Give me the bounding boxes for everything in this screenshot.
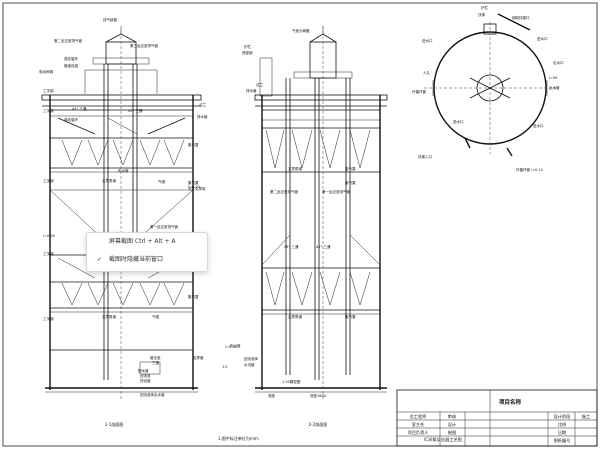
screenshot-menu-item[interactable]: 屏幕截图 Ctrl + Alt + A xyxy=(87,233,207,251)
left-view-label: 工字钢 xyxy=(43,178,54,183)
hide-window-menu-item[interactable]: ✓ 截图时隐藏当前窗口 xyxy=(87,251,207,269)
middle-view-label: 45° 三通 xyxy=(316,244,331,249)
top-view-label: 扶梯 xyxy=(478,12,486,17)
check-icon: ✓ xyxy=(97,256,103,263)
middle-view-label: 水流管 xyxy=(244,362,255,367)
left-view-label: 45° 三通 xyxy=(128,108,143,113)
title-block-cell: 制图 xyxy=(448,429,456,436)
middle-view-label: 第一反应室排气管 xyxy=(322,189,350,194)
top-view-label: 出水口 xyxy=(553,60,564,65)
left-view-label: 管支座 xyxy=(150,355,161,360)
title-block-cell: 设计阶段 xyxy=(554,413,572,420)
left-view-label: 工字钢 xyxy=(43,88,54,93)
left-view-label: 天字支撑架 xyxy=(188,186,206,191)
left-view-label: 强化循环 xyxy=(64,56,78,61)
top-view-label: i=50 xyxy=(549,76,557,80)
left-view-dim: i=0.06 xyxy=(43,234,55,238)
middle-view-label: 集气罩 xyxy=(345,314,356,319)
title-block-cell: 图纸编号 xyxy=(554,437,571,444)
middle-view-label: 护栏 xyxy=(244,44,251,49)
left-view-label: 支撑角钢 xyxy=(102,314,116,319)
left-view-label: 强化循环 xyxy=(64,117,78,122)
left-view-label: 第一反应室排气管 xyxy=(150,224,178,229)
left-view-label: 工字钢 xyxy=(43,251,54,256)
top-view-label: 外循环管 i=0.10 xyxy=(516,167,543,172)
drawing-name: IC厌氧反应器工艺图 xyxy=(424,436,462,443)
title-block-cell: 审核 xyxy=(448,413,457,420)
title-block-cell: 比例 xyxy=(558,421,566,428)
title-block-cell: 设计 xyxy=(448,421,456,428)
left-view-label: 气帽 xyxy=(152,314,159,319)
left-view-label: 集气罩 xyxy=(188,180,199,185)
left-view-label: 排泥管 xyxy=(140,378,151,383)
left-view-label: 支撑管 xyxy=(193,355,204,360)
middle-view-label: 回流液体 xyxy=(244,356,258,361)
context-menu: 屏幕截图 Ctrl + Alt + A ✓ 截图时隐藏当前窗口 xyxy=(86,232,208,272)
top-view-label: 出水管 xyxy=(549,85,560,90)
view-title-left: 1-1剖面图 xyxy=(105,421,124,427)
title-block-cell: 总工程师 xyxy=(410,413,427,420)
left-view-label: 布水管 xyxy=(118,168,129,173)
left-view-label: 回流液体出水管 xyxy=(140,392,165,397)
top-view-label: 进水口 xyxy=(422,38,433,43)
hide-window-label: 截图时隐藏当前窗口 xyxy=(109,256,164,263)
top-view-label: 护栏 xyxy=(481,5,489,10)
plan-view xyxy=(424,13,556,157)
left-view-label: 工字钢 xyxy=(43,316,54,321)
top-view-label: 进水口 xyxy=(533,123,544,128)
left-view-dim: i=0.10 xyxy=(188,185,200,189)
left-view-label: 电动阀调 xyxy=(39,69,53,74)
middle-view-label: 45° 三通 xyxy=(284,244,299,249)
left-view-label: 排水管 xyxy=(197,114,208,119)
middle-view-label: 1:30模型图 xyxy=(282,379,301,384)
left-view-label: 支撑角钢 xyxy=(102,178,116,183)
middle-view-label: 支撑角钢 xyxy=(288,314,302,319)
middle-view-label: 1:2 xyxy=(222,365,228,369)
middle-view-dim: 底座1800 xyxy=(310,393,326,398)
middle-view-label: 支撑角钢 xyxy=(288,166,302,171)
top-view-label: 外循环管 xyxy=(412,89,426,94)
middle-view-label: 底座 xyxy=(268,393,276,398)
left-view-label: 工字钢 xyxy=(43,108,54,113)
title-block-cell: 项目负责人 xyxy=(408,429,430,436)
section-2-2 xyxy=(254,26,388,400)
left-view-label: 排气接管 xyxy=(103,17,117,22)
view-title-middle: 2-2剖面图 xyxy=(309,421,328,427)
title-block-cell: 日期 xyxy=(558,430,566,436)
top-view-label: 进水口 xyxy=(537,36,548,41)
top-view-label: 扶梯入口 xyxy=(418,154,432,159)
drawing-notes: 1.图中标注单位为mm; xyxy=(218,435,259,441)
left-view-label: 第二反应室排气管 xyxy=(54,38,82,43)
screenshot-label: 屏幕截图 Ctrl + Alt + A xyxy=(109,238,176,245)
left-view-label: 集气罩 xyxy=(188,294,199,299)
left-view-label: 三通 xyxy=(152,360,159,365)
top-view-label: 进水口 xyxy=(453,119,464,124)
project-name: 项目名称 xyxy=(499,398,522,406)
middle-view-label: 第二反应室排气管 xyxy=(270,189,298,194)
title-block-cell: 施工 xyxy=(582,413,590,420)
left-view-label: 回流液 xyxy=(140,373,151,378)
middle-view-label: 集气罩 xyxy=(345,180,356,185)
title-block-cell: 室主任 xyxy=(412,421,425,428)
title-block xyxy=(396,389,598,447)
middle-view-label: 布水管 xyxy=(230,343,241,348)
middle-view-label: 法兰 xyxy=(256,82,264,87)
top-view-label: 钢制扶梯口 xyxy=(512,15,530,20)
left-view-label: 法兰 xyxy=(199,102,206,107)
left-view-label: 管道连接 xyxy=(64,63,78,68)
left-view-label: 集气罩 xyxy=(188,142,199,147)
left-view-label: 配水管 xyxy=(138,368,149,373)
middle-view-label: 排水管 xyxy=(246,88,257,93)
section-1-1 xyxy=(41,26,202,400)
middle-view-label: 底部钢 xyxy=(242,50,253,55)
left-view-label: 45° 三通 xyxy=(72,106,87,111)
left-view-label: i=0.10 xyxy=(225,345,237,349)
top-view-label: 人孔 xyxy=(423,70,431,75)
left-view-label: 第三反应室排气管 xyxy=(130,43,158,48)
middle-view-label: 集气罩 xyxy=(345,166,356,171)
left-view-label: 气帽 xyxy=(158,179,165,184)
middle-view-label: 气液分离罐 xyxy=(292,28,310,33)
